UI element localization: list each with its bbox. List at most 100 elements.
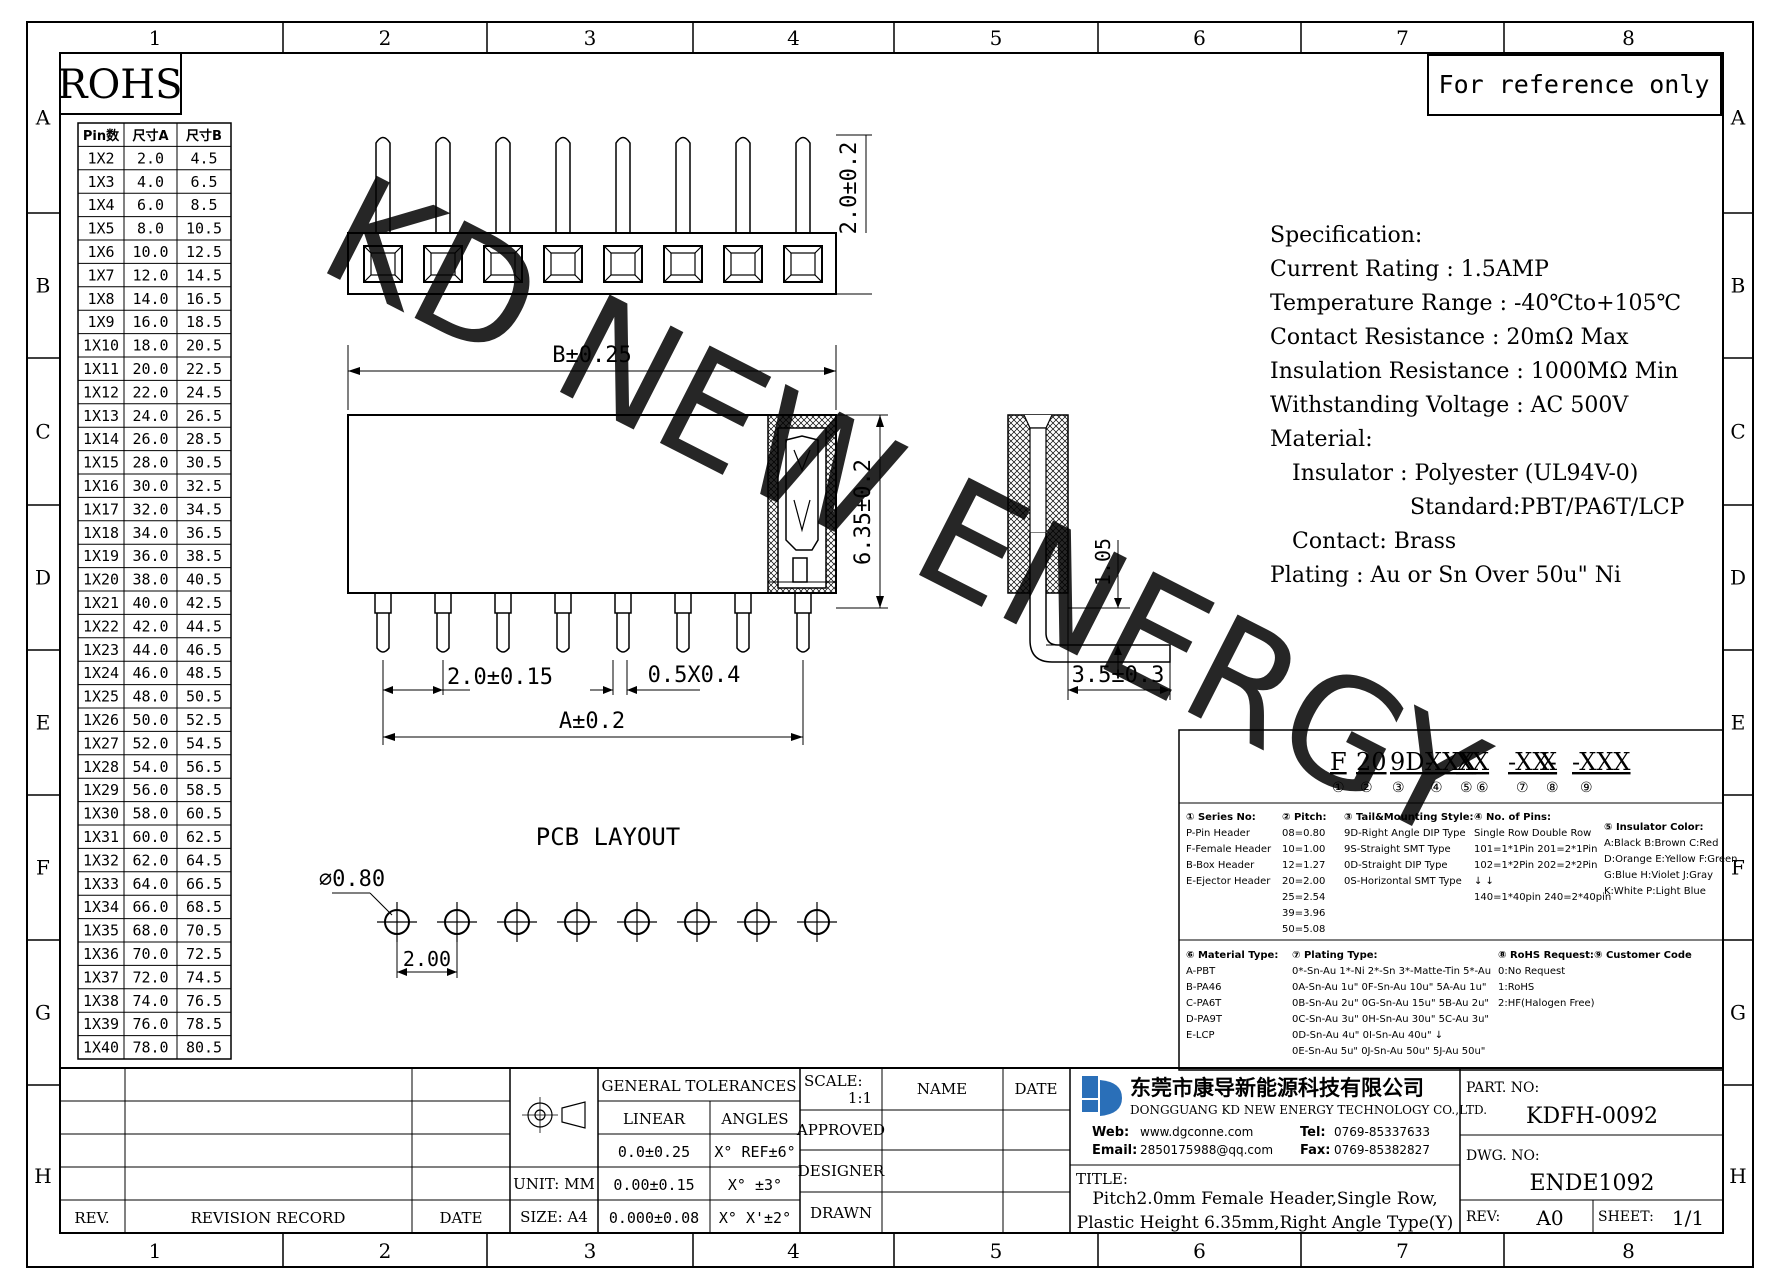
pin-tail [796, 613, 810, 653]
pin-tail [736, 613, 750, 653]
dim-tail-offset: 1.05 [1091, 538, 1115, 586]
dim-plastic-height: 6.35±0.2 [851, 459, 876, 565]
pin-table-cell: 1X2 [87, 149, 114, 167]
email-label: Email: [1092, 1143, 1137, 1158]
company-logo-icon [1082, 1076, 1122, 1116]
spec-line: Insulator : Polyester (UL94V-0) [1292, 461, 1638, 486]
tol-linear-2: 0.00±0.15 [613, 1176, 694, 1194]
title-label: TITLE: [1076, 1170, 1128, 1188]
pin-table-cell: 1X22 [83, 617, 119, 635]
pin-table-cell: 6.0 [137, 196, 164, 214]
pin-table-cell: 22.5 [186, 360, 222, 378]
pcb-layout: PCB LAYOUT ⌀0.80 2.00 [319, 823, 837, 978]
pin-table-cell: 56.5 [186, 758, 222, 776]
pin-table-cell: 50.5 [186, 688, 222, 706]
dim-b-width: B±0.25 [552, 343, 631, 368]
pin [795, 136, 811, 233]
profile-view: B±0.25 6.35±0.2 2.0±0.15 0.5X0.4 A±0.2 [347, 343, 888, 745]
pin-table-cell: 52.5 [186, 711, 222, 729]
code-legend-line: 08=0.80 [1282, 828, 1325, 839]
fax-value: 0769-85382827 [1334, 1143, 1430, 1157]
pin [555, 136, 571, 233]
pin-table-cell: 1X31 [83, 828, 119, 846]
name-header: NAME [917, 1080, 967, 1098]
tel-value: 0769-85337633 [1334, 1125, 1430, 1139]
pin-table-cell: 30.0 [132, 477, 168, 495]
part-no-label: PART. NO: [1466, 1080, 1539, 1096]
watermark: KD NEW ENERGY [297, 144, 1509, 876]
date-header-2: DATE [1015, 1080, 1058, 1098]
zone-row-left-E: E [36, 711, 51, 735]
zone-col-top-3: 3 [584, 26, 597, 50]
pin-table-cell: 20.5 [186, 337, 222, 355]
scale-label: SCALE: [804, 1072, 863, 1090]
code-legend-line: 10=1.00 [1282, 844, 1325, 855]
pin-table-cell: 36.0 [132, 547, 168, 565]
company-name-cn: 东莞市康导新能源科技有限公司 [1130, 1076, 1424, 1100]
code-legend-line: 0E-Sn-Au 5u" 0J-Sn-Au 50u" 5J-Au 50u" [1292, 1046, 1485, 1057]
code-legend-line: K:White P:Light Blue [1604, 886, 1706, 897]
pin-table-cell: 8.5 [190, 196, 217, 214]
web-value: www.dgconne.com [1140, 1125, 1253, 1139]
company-name-en: DONGGUANG KD NEW ENERGY TECHNOLOGY CO.,L… [1130, 1103, 1487, 1117]
code-number: ⑧ [1546, 780, 1559, 796]
pin-table-cell: 72.5 [186, 945, 222, 963]
pin-table-cell: 74.5 [186, 968, 222, 986]
pin-table-cell: 1X36 [83, 945, 119, 963]
code-segment: X [1540, 748, 1557, 776]
pin-table-cell: 1X20 [83, 571, 119, 589]
contact-cell [603, 245, 643, 283]
pin-table-cell: 20.0 [132, 360, 168, 378]
part-no-value: KDFH-0092 [1526, 1104, 1658, 1129]
spec-line: Current Rating : 1.5AMP [1270, 257, 1549, 282]
front-view: 2.0±0.2 [347, 134, 872, 295]
zone-row-left-A: A [35, 106, 51, 130]
pin-table-cell: 64.0 [132, 875, 168, 893]
contact-cell [423, 245, 463, 283]
pin-table-cell: 80.5 [186, 1039, 222, 1057]
zone-row-left-F: F [36, 856, 50, 880]
pin-table-cell: 66.0 [132, 898, 168, 916]
zone-row-right-F: F [1731, 856, 1745, 880]
pin-table-cell: 26.5 [186, 407, 222, 425]
code-legend-line: ④ No. of Pins: [1474, 812, 1551, 823]
drawn-label: DRAWN [810, 1204, 872, 1222]
code-legend-line: 140=1*40pin 240=2*40pin [1474, 892, 1611, 903]
dim-pitch: 2.0±0.15 [447, 665, 553, 690]
pin-table-cell: 1X29 [83, 781, 119, 799]
code-legend-line: 0B-Sn-Au 2u" 0G-Sn-Au 15u" 5B-Au 2u" [1292, 998, 1489, 1009]
angles-label: ANGLES [720, 1110, 788, 1128]
code-legend-line: 0A-Sn-Au 1u" 0F-Sn-Au 10u" 5A-Au 1u" [1292, 982, 1487, 993]
spec-line: Insulation Resistance : 1000MΩ Min [1270, 359, 1678, 384]
sheet-label: SHEET: [1598, 1209, 1654, 1225]
code-legend-line: D:Orange E:Yellow F:Green [1604, 854, 1737, 865]
pin-table-cell: 58.5 [186, 781, 222, 799]
spec-line: Standard:PBT/PA6T/LCP [1410, 495, 1685, 520]
zone-col-bottom-5: 5 [990, 1239, 1003, 1263]
pin-table-cell: 42.0 [132, 617, 168, 635]
code-legend-line: E-LCP [1186, 1030, 1215, 1041]
fax-label: Fax: [1300, 1143, 1330, 1158]
code-legend-line: ⑦ Plating Type: [1292, 950, 1378, 961]
pin-table-cell: 1X34 [83, 898, 119, 916]
code-legend-line: ② Pitch: [1282, 812, 1327, 823]
pin-table-cell: 40.5 [186, 571, 222, 589]
rev-value: A0 [1535, 1206, 1563, 1230]
code-legend-line: ① Series No: [1186, 812, 1256, 823]
reference-note: For reference only [1439, 70, 1710, 99]
pin-tail [676, 613, 690, 653]
zone-col-top-5: 5 [990, 26, 1003, 50]
pin-table-cell: 8.0 [137, 220, 164, 238]
title-block: REV. REVISION RECORD DATE UNIT: MM SIZE:… [59, 1067, 1724, 1234]
zone-col-top-2: 2 [379, 26, 392, 50]
code-legend-line: ⑤ Insulator Color: [1604, 822, 1704, 833]
zone-col-bottom-6: 6 [1193, 1239, 1206, 1263]
code-legend-line: 0D-Straight DIP Type [1344, 860, 1448, 871]
pin-table-cell: 54.5 [186, 734, 222, 752]
zone-col-bottom-1: 1 [149, 1239, 162, 1263]
pin-table-cell: 10.5 [186, 220, 222, 238]
pin-table-cell: 68.0 [132, 922, 168, 940]
code-legend-line: A:Black B:Brown C:Red [1604, 838, 1718, 849]
